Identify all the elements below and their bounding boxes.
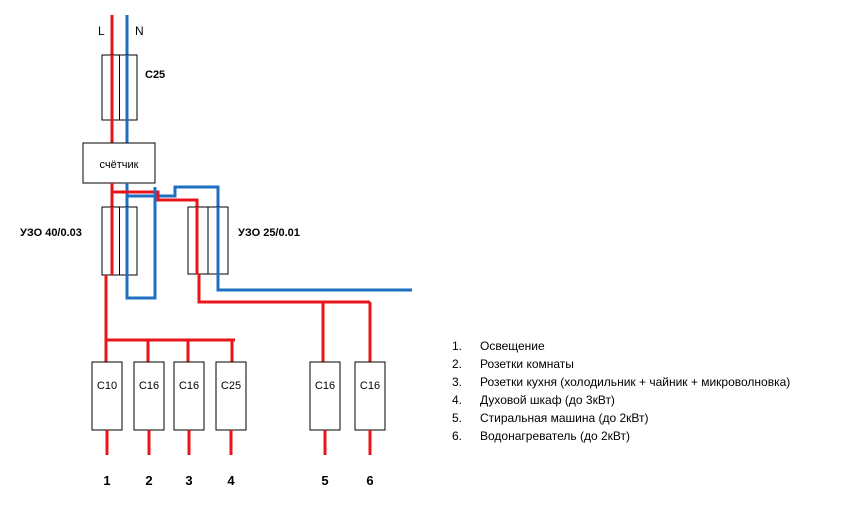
legend-item: 5.Стиральная машина (до 2кВт): [452, 411, 649, 425]
circuit-breaker: [91, 361, 123, 431]
phase-label: L: [98, 24, 105, 38]
meter: [82, 142, 156, 184]
breaker-rating: C16: [179, 380, 199, 392]
legend: 1.Освещение 2.Розетки комнаты 3.Розетки …: [452, 337, 790, 445]
breaker-rating: C16: [360, 380, 380, 392]
legend-item: 3.Розетки кухня (холодильник + чайник + …: [452, 375, 791, 389]
legend-item: 2.Розетки комнаты: [452, 357, 574, 371]
phase-tap-rcd2: [112, 190, 199, 207]
rcd2-label: УЗО 25/0.01: [238, 227, 300, 239]
legend-item: 4.Духовой шкаф (до 3кВт): [452, 393, 615, 407]
legend-item: 1.Освещение: [452, 339, 545, 353]
circuit-number: 1: [103, 473, 110, 488]
rcd2-neutral-out: [216, 274, 412, 292]
breakers-row: C10 1 C16 2 C16 3 C25 4 C16 5 C16 6: [91, 302, 386, 488]
circuit-number: 5: [321, 473, 328, 488]
meter-label: счётчик: [100, 159, 139, 171]
circuit-number: 6: [366, 473, 373, 488]
legend-item: 6.Водонагреватель (до 2кВт): [452, 429, 631, 443]
breaker-rating: C16: [139, 380, 159, 392]
circuit-breaker: [173, 361, 205, 431]
rcd1-neutral-out: [125, 187, 157, 300]
circuit-breaker: [133, 361, 165, 431]
rcd2-phase-bus: [197, 274, 370, 304]
circuit-breaker: [354, 361, 386, 431]
main-breaker-label: C25: [145, 69, 165, 81]
breaker-rating: C25: [221, 380, 241, 392]
circuit-number: 2: [145, 473, 152, 488]
rcd2: [187, 206, 229, 275]
circuit-breaker: [309, 361, 341, 431]
circuit-number: 4: [227, 473, 235, 488]
rcd1-label: УЗО 40/0.03: [20, 227, 82, 239]
neutral-tap-rcd2: [127, 185, 220, 207]
circuit-number: 3: [185, 473, 192, 488]
main-breaker: [101, 54, 138, 121]
breaker-rating: C10: [97, 380, 117, 392]
breaker-rating: C16: [315, 380, 335, 392]
rcd1: [101, 206, 138, 276]
circuit-breaker: [215, 361, 247, 431]
neutral-label: N: [135, 24, 144, 38]
